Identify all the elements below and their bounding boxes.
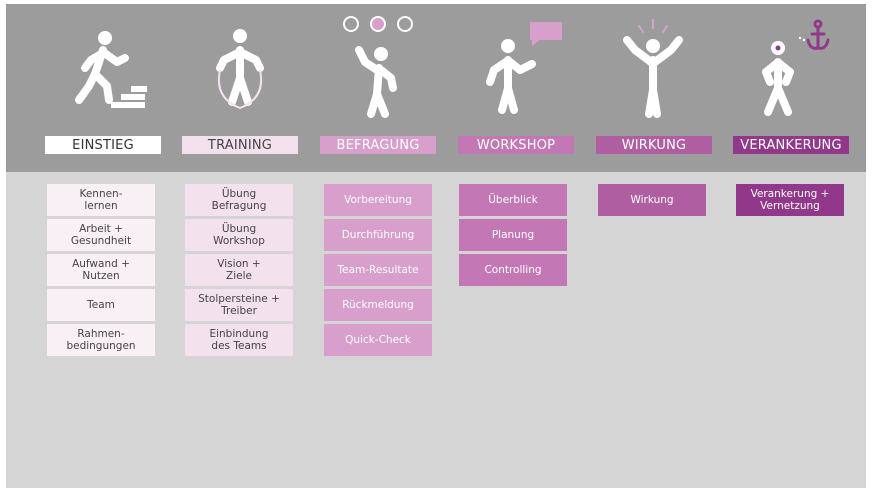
phase-label-training: TRAINING bbox=[182, 136, 298, 154]
step-box: Wirkung bbox=[598, 184, 706, 216]
step-box: Controlling bbox=[459, 254, 567, 286]
jump-rope-icon bbox=[216, 29, 264, 110]
anchor-person-icon bbox=[762, 19, 830, 116]
phase-label-verankerung: VERANKERUNG bbox=[733, 136, 849, 154]
step-box: Kennen- lernen bbox=[47, 184, 155, 216]
stairs-walker-icon bbox=[75, 31, 147, 108]
step-box: Einbindung des Teams bbox=[185, 324, 293, 356]
step-box: Vision + Ziele bbox=[185, 254, 293, 286]
column-befragung: Vorbereitung Durchführung Team-Resultate… bbox=[324, 184, 432, 359]
step-box: Aufwand + Nutzen bbox=[47, 254, 155, 286]
step-box: Vorbereitung bbox=[324, 184, 432, 216]
speech-person-icon bbox=[486, 22, 562, 114]
phase-label-workshop: WORKSHOP bbox=[458, 136, 574, 154]
column-training: Übung Befragung Übung Workshop Vision + … bbox=[185, 184, 293, 359]
column-verankerung: Verankerung + Vernetzung bbox=[736, 184, 844, 219]
step-box: Übung Befragung bbox=[185, 184, 293, 216]
survey-person-icon bbox=[343, 16, 413, 118]
step-box: Stolpersteine + Treiber bbox=[185, 289, 293, 321]
step-box: Durchführung bbox=[324, 219, 432, 251]
step-box: Verankerung + Vernetzung bbox=[736, 184, 844, 216]
phase-label-befragung: BEFRAGUNG bbox=[320, 136, 436, 154]
step-box: Übung Workshop bbox=[185, 219, 293, 251]
step-box: Rückmeldung bbox=[324, 289, 432, 321]
column-wirkung: Wirkung bbox=[598, 184, 706, 219]
step-box: Rahmen- bedingungen bbox=[47, 324, 155, 356]
column-workshop: Überblick Planung Controlling bbox=[459, 184, 567, 289]
step-box: Team bbox=[47, 289, 155, 321]
step-box: Überblick bbox=[459, 184, 567, 216]
column-einstieg: Kennen- lernen Arbeit + Gesundheit Aufwa… bbox=[47, 184, 155, 359]
step-box: Arbeit + Gesundheit bbox=[47, 219, 155, 251]
step-box: Quick-Check bbox=[324, 324, 432, 356]
cheering-person-icon bbox=[623, 19, 683, 118]
step-box: Team-Resultate bbox=[324, 254, 432, 286]
step-box: Planung bbox=[459, 219, 567, 251]
phase-label-wirkung: WIRKUNG bbox=[596, 136, 712, 154]
phase-label-einstieg: EINSTIEG bbox=[45, 136, 161, 154]
